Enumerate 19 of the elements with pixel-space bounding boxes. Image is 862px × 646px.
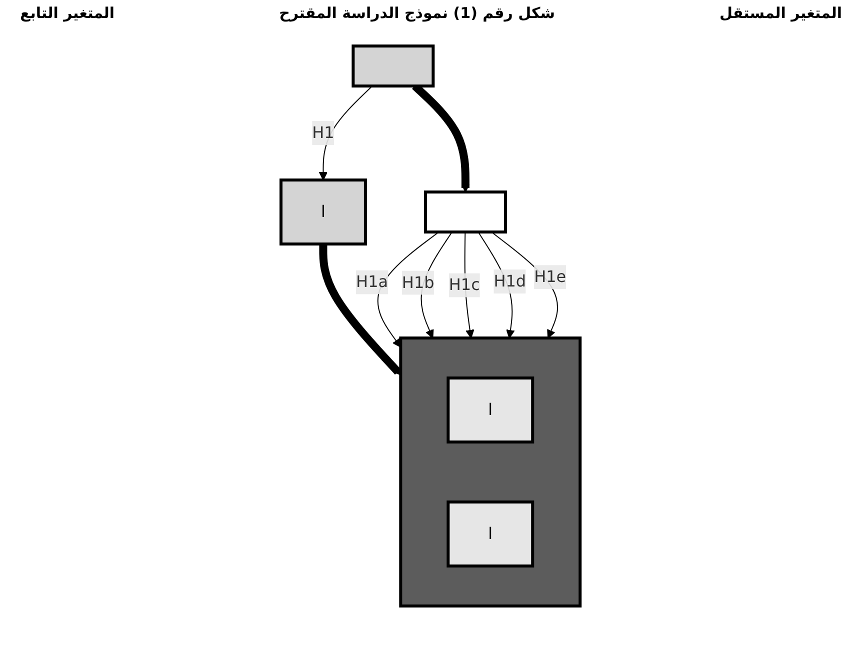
arrow [491, 232, 558, 338]
node-box: ا [447, 500, 535, 568]
node-box [352, 44, 436, 88]
column-heading: المتغير التابع [20, 4, 115, 22]
edge-label: H1b [402, 272, 435, 292]
edge-label: H1c [449, 275, 480, 294]
edge-label: H1 [312, 123, 335, 142]
arrow [320, 244, 402, 376]
column-heading: المتغير المستقل [720, 4, 842, 22]
node-box: ا [280, 178, 368, 246]
arrow [319, 86, 374, 180]
node-box [424, 190, 508, 234]
arrow [378, 232, 440, 348]
edge-label: H1e [534, 267, 567, 286]
node-box: ا [447, 376, 535, 444]
figure-title: شكل رقم (1) نموذج الدراسة المقترح [279, 4, 555, 22]
cluster [400, 336, 582, 608]
edge-label: H1a [356, 272, 388, 292]
edge-label: H1d [494, 271, 527, 290]
